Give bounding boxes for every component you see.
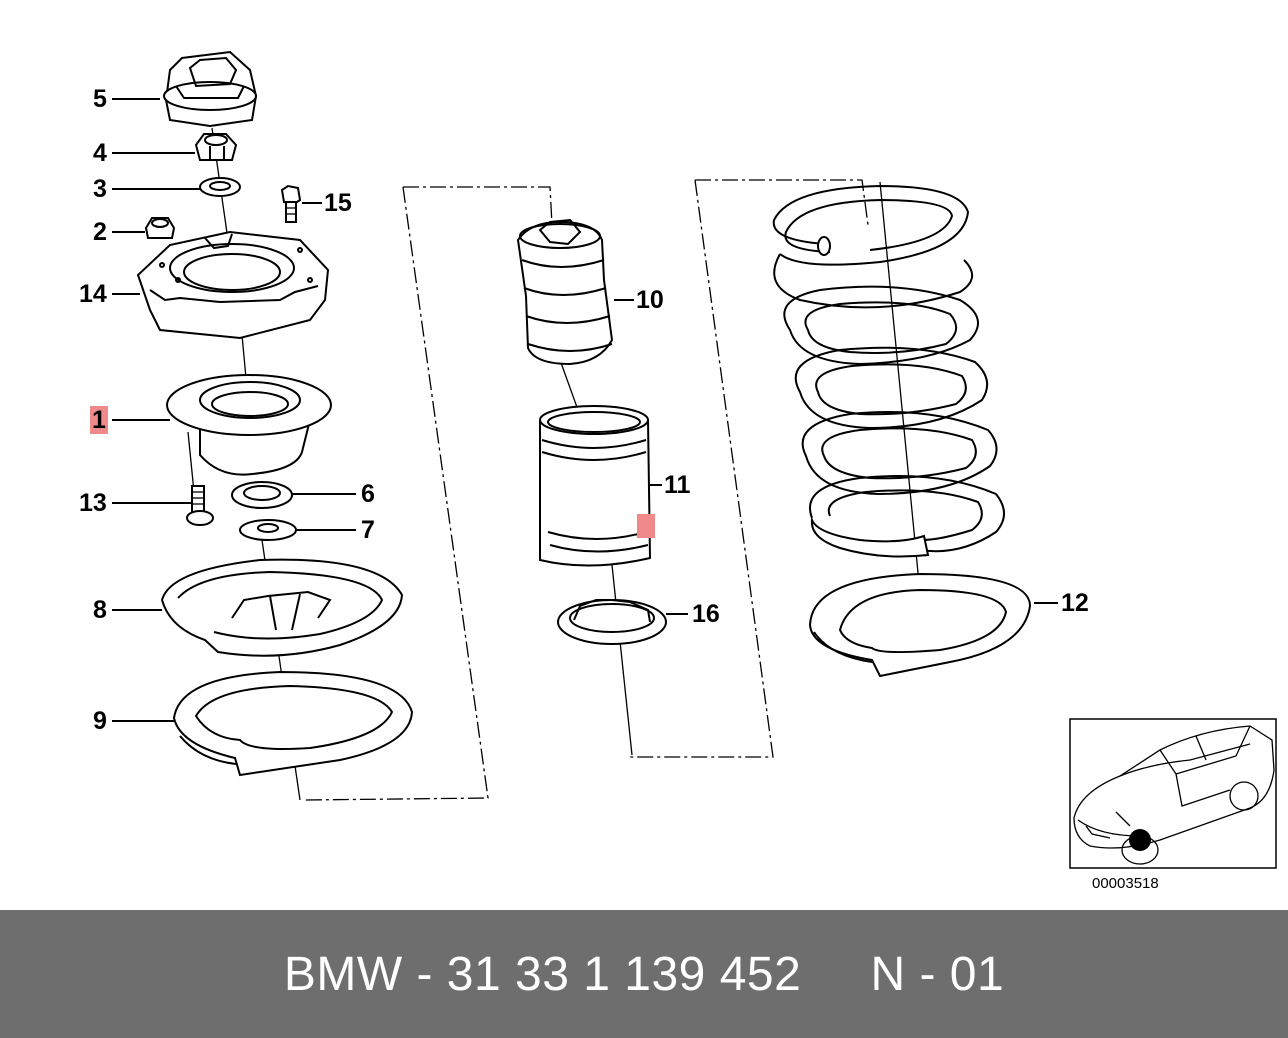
highlight-marker — [637, 514, 655, 538]
callout-13: 13 — [79, 489, 107, 517]
callout-15: 15 — [324, 189, 352, 217]
part-2-flange-nut — [144, 217, 176, 239]
callout-6: 6 — [361, 480, 375, 508]
part-6-bearing — [231, 481, 293, 509]
axis-line-bolt — [187, 431, 195, 493]
callout-3: 3 — [93, 175, 107, 203]
axis-line-damper-low — [611, 564, 633, 756]
part-15-bolt — [280, 184, 302, 223]
callout-5: 5 — [93, 85, 107, 113]
part-8-spring-seat — [160, 558, 404, 657]
callout-14: 14 — [79, 280, 107, 308]
part-7-washer — [239, 519, 297, 541]
axis-line-damper — [559, 359, 579, 411]
bracket-top-right — [695, 179, 869, 226]
bracket-right — [630, 179, 774, 758]
car-locator-icon — [1073, 725, 1275, 865]
callout-8: 8 — [93, 596, 107, 624]
part-12-coil-spring — [772, 184, 1005, 558]
part-number-caption: BMW - 31 33 1 139 452 N - 01 — [283, 947, 1005, 1001]
part-1-support — [166, 374, 332, 476]
part-3-washer — [199, 177, 241, 197]
callout-16: 16 — [692, 600, 720, 628]
callout-2: 2 — [93, 218, 107, 246]
callout-4: 4 — [93, 139, 107, 167]
bracket-left — [304, 186, 489, 801]
part-5-cap — [163, 50, 258, 128]
part-11-dust-boot — [539, 405, 652, 567]
part-13-bolt — [186, 485, 214, 526]
part-16-ring — [557, 599, 667, 645]
callout-12: 12 — [1061, 589, 1089, 617]
part-9-rubber-pad — [172, 670, 414, 777]
part-14-mount-plate — [136, 230, 330, 340]
callout-1: 1 — [90, 406, 108, 434]
part-10-bump-stop — [516, 218, 614, 366]
axis-line-mid — [241, 334, 247, 379]
leader-lines — [112, 98, 1058, 722]
locator-inset — [1069, 718, 1277, 869]
drawing-number: 00003518 — [1092, 875, 1159, 892]
part-4-nut — [194, 133, 238, 161]
callout-7: 7 — [361, 516, 375, 544]
exploded-view-drawing — [112, 50, 1277, 869]
callout-10: 10 — [636, 286, 664, 314]
callout-11: 11 — [664, 471, 691, 499]
footer-bar: BMW - 31 33 1 139 452 N - 01 — [0, 910, 1288, 1038]
bracket-top-left — [403, 186, 553, 226]
part-12-spring-pad — [808, 572, 1032, 678]
parts-diagram: 5 4 3 2 15 14 1 13 6 7 8 9 10 11 16 12 0… — [79, 50, 1277, 892]
callout-9: 9 — [93, 707, 107, 735]
